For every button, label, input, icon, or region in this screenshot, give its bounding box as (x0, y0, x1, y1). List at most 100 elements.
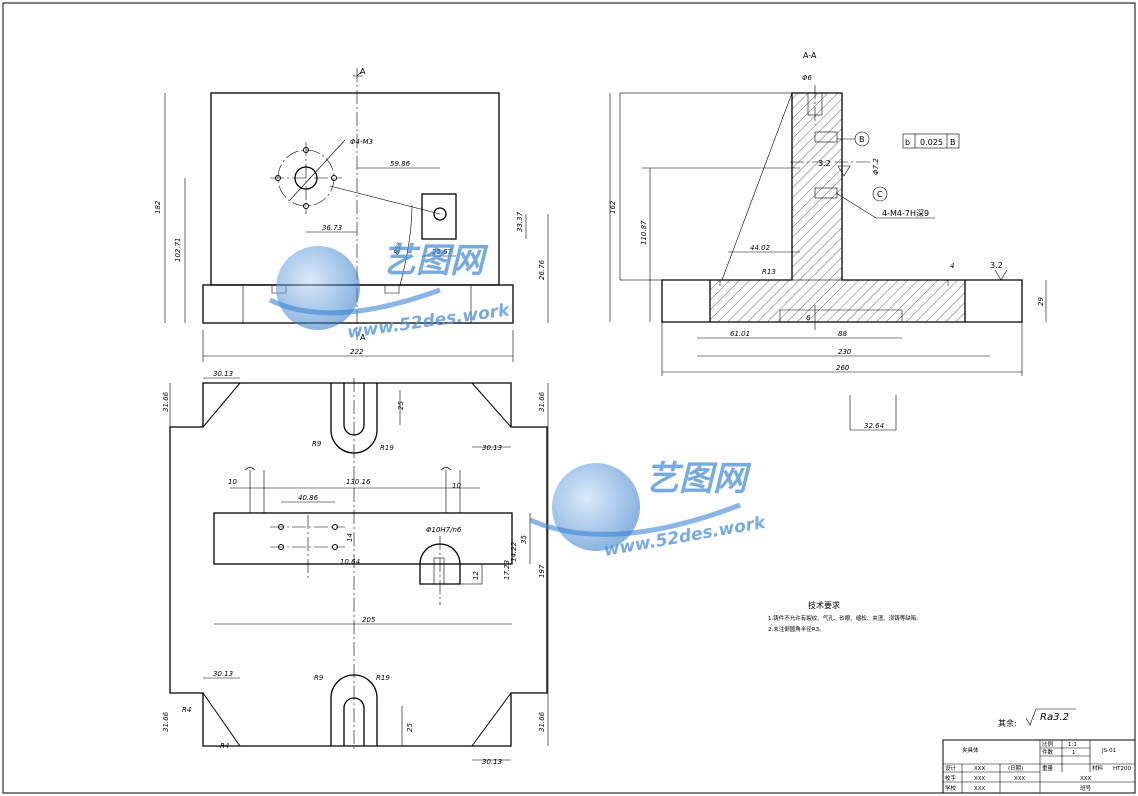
svg-text:夹具体: 夹具体 (962, 746, 979, 754)
svg-text:14.22: 14.22 (510, 541, 518, 562)
title-block: 夹具体 比例 1:1 件数 1 JS-01 设计 XXX (日期) 重量 材料 … (942, 739, 1136, 794)
svg-text:比例: 比例 (1042, 740, 1054, 748)
svg-text:XXX: XXX (974, 786, 986, 792)
svg-text:110.87: 110.87 (640, 220, 648, 245)
svg-text:班号: 班号 (1080, 784, 1092, 792)
svg-text:XXX: XXX (1080, 776, 1092, 782)
svg-text:A: A (360, 67, 366, 76)
svg-text:Φ7.2: Φ7.2 (872, 158, 880, 175)
svg-text:230: 230 (838, 348, 852, 356)
watermark-logo-top: 艺图网 www.52des.work (268, 241, 512, 343)
watermark-logo-center: 艺图网 www.52des.work (528, 459, 769, 561)
svg-text:0.025: 0.025 (920, 138, 943, 147)
svg-text:艺图网: 艺图网 (645, 459, 752, 499)
svg-text:(日期): (日期) (1008, 765, 1023, 772)
svg-text:205: 205 (362, 616, 376, 624)
svg-text:4-M4-7H深9: 4-M4-7H深9 (882, 209, 929, 218)
svg-text:31.66: 31.66 (162, 711, 170, 732)
plan-view (169, 377, 549, 761)
svg-text:XXX: XXX (1014, 776, 1026, 782)
svg-text:R4: R4 (220, 742, 229, 750)
svg-text:130.16: 130.16 (346, 478, 371, 486)
svg-text:件数: 件数 (1042, 748, 1054, 756)
svg-text:10: 10 (452, 482, 461, 490)
svg-text:40.86: 40.86 (298, 494, 319, 502)
svg-text:校字: 校字 (945, 774, 957, 782)
svg-text:25: 25 (397, 401, 405, 410)
svg-text:学校: 学校 (945, 784, 957, 792)
svg-text:材料: 材料 (1092, 764, 1104, 772)
svg-text:Φ6: Φ6 (802, 74, 813, 82)
svg-text:88: 88 (838, 330, 847, 338)
technical-notes: 技术要求 1.铸件不允许有裂纹、气孔、砂眼、缩松、夹渣、浇铸等缺陷; 2.未注倒… (768, 600, 1076, 728)
svg-text:3.2: 3.2 (818, 159, 831, 168)
svg-text:2.未注倒圆角半径R3。: 2.未注倒圆角半径R3。 (768, 625, 825, 633)
svg-text:重量: 重量 (1042, 764, 1054, 772)
svg-text:XXX: XXX (974, 766, 986, 772)
svg-text:Ra3.2: Ra3.2 (1040, 712, 1069, 723)
svg-text:A: A (360, 333, 366, 342)
svg-text:1: 1 (1072, 750, 1076, 756)
svg-text:30.13: 30.13 (482, 444, 502, 452)
svg-text:17.23: 17.23 (503, 560, 511, 580)
svg-text:JS-01: JS-01 (1101, 748, 1116, 754)
svg-text:R9: R9 (314, 674, 324, 682)
svg-text:85°: 85° (392, 241, 404, 255)
svg-text:3.2: 3.2 (990, 261, 1003, 270)
svg-text:6: 6 (806, 314, 811, 322)
svg-text:R19: R19 (380, 444, 394, 452)
svg-text:XXX: XXX (974, 776, 986, 782)
plan-dimensions: 30.13 31.66 31.66 25 R9 R19 30.13 10 10 … (162, 370, 546, 766)
svg-text:222: 222 (350, 348, 364, 356)
svg-text:197: 197 (538, 564, 546, 578)
svg-text:R9: R9 (312, 440, 322, 448)
svg-text:R4: R4 (182, 706, 191, 714)
svg-text:12: 12 (472, 571, 480, 580)
svg-text:10: 10 (228, 478, 237, 486)
svg-text:10.64: 10.64 (340, 558, 360, 566)
svg-text:30.13: 30.13 (213, 670, 233, 678)
svg-text:260: 260 (836, 364, 850, 372)
svg-text:36.73: 36.73 (322, 224, 342, 232)
svg-text:31.66: 31.66 (162, 391, 170, 412)
svg-text:Φ10H7/n6: Φ10H7/n6 (426, 526, 462, 534)
svg-text:设计: 设计 (945, 764, 957, 772)
svg-text:B: B (859, 135, 865, 144)
svg-text:31.66: 31.66 (538, 711, 546, 732)
svg-text:25: 25 (406, 723, 414, 732)
svg-text:HT200: HT200 (1113, 766, 1131, 772)
svg-text:44.02: 44.02 (750, 244, 771, 252)
svg-text:182: 182 (154, 200, 162, 214)
section-dimensions: A-A 162 110.87 44.02 R13 29 61.01 88 230… (609, 51, 1045, 430)
svg-text:B: B (950, 138, 956, 147)
svg-text:技术要求: 技术要求 (808, 600, 840, 610)
svg-text:1.铸件不允许有裂纹、气孔、砂眼、缩松、夹渣、浇铸等缺陷;: 1.铸件不允许有裂纹、气孔、砂眼、缩松、夹渣、浇铸等缺陷; (768, 614, 918, 622)
svg-text:www.52des.work: www.52des.work (346, 300, 512, 343)
front-dimensions: 182 102.71 222 36.73 59.86 33.37 26.76 2… (154, 67, 546, 356)
svg-text:30.13: 30.13 (482, 758, 502, 766)
svg-text:59.86: 59.86 (390, 160, 411, 168)
svg-text:R19: R19 (376, 674, 390, 682)
svg-text:A-A: A-A (803, 51, 817, 60)
svg-text:4: 4 (950, 262, 954, 270)
svg-text:艺图网: 艺图网 (382, 241, 489, 281)
svg-text:30.13: 30.13 (213, 370, 233, 378)
svg-text:33.37: 33.37 (516, 211, 524, 232)
svg-text:31.66: 31.66 (538, 391, 546, 412)
svg-text:35: 35 (520, 535, 528, 544)
svg-text:Φ4-Μ3: Φ4-Μ3 (350, 138, 373, 146)
svg-text:1:1: 1:1 (1068, 742, 1077, 748)
svg-text:C: C (877, 190, 883, 199)
svg-text:29: 29 (1037, 297, 1045, 306)
svg-text:61.01: 61.01 (730, 330, 750, 338)
svg-text:14: 14 (346, 533, 354, 542)
svg-text:b: b (905, 138, 910, 147)
svg-text:26.76: 26.76 (538, 259, 546, 280)
svg-text:32.64: 32.64 (864, 422, 884, 430)
svg-text:R13: R13 (762, 268, 776, 276)
svg-text:25.67: 25.67 (432, 248, 453, 256)
svg-text:其余:: 其余: (998, 718, 1017, 728)
svg-text:102.71: 102.71 (174, 238, 182, 263)
